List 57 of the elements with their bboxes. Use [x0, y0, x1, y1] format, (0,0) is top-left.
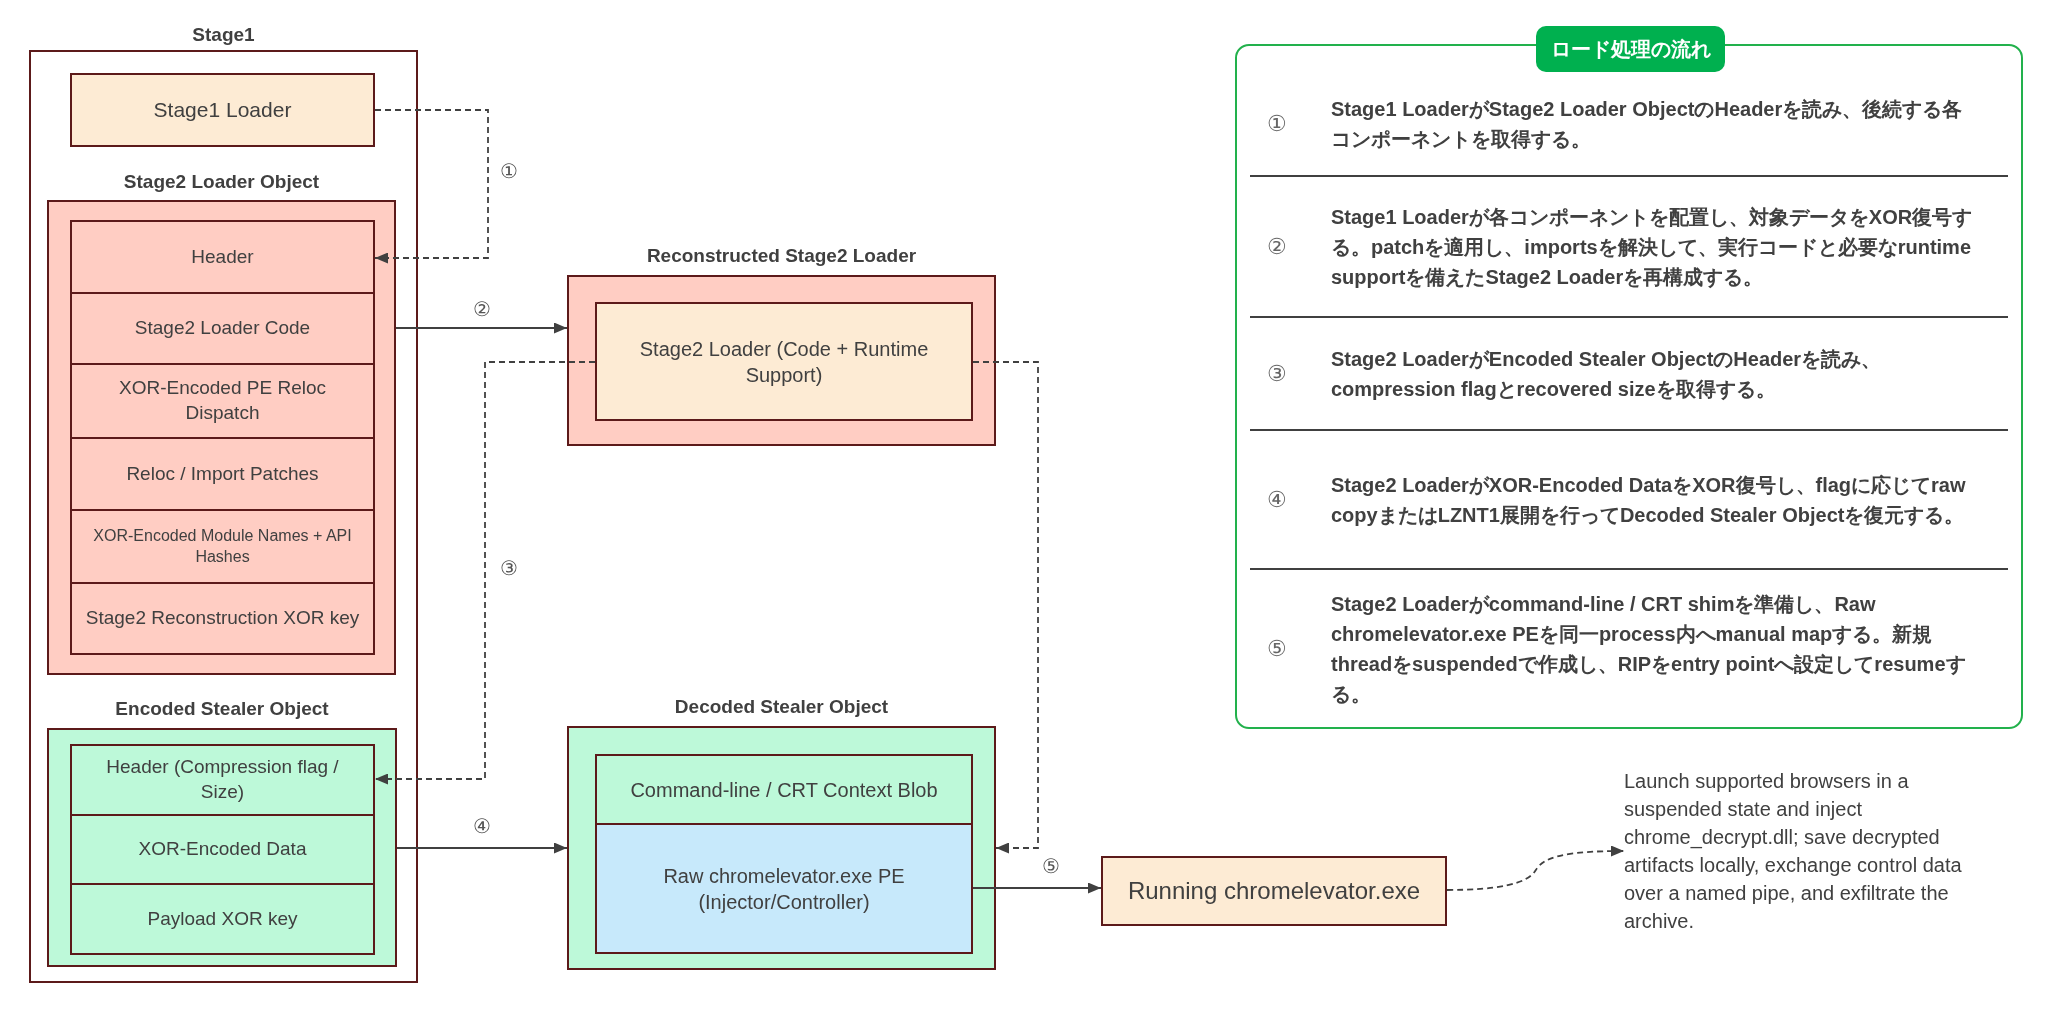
process-box — [1101, 856, 1447, 926]
step-number: ① — [1267, 113, 1287, 135]
step-number: ② — [1267, 235, 1287, 258]
box-label: Stage2 Loader (Code + Runtime Support) — [638, 336, 930, 388]
panel-title-tab: ロード処理の流れ — [1536, 26, 1725, 72]
section-row — [70, 292, 375, 365]
dashed-arrow — [972, 361, 1039, 854]
section-row — [595, 754, 973, 825]
step-description: Stage2 LoaderがEncoded Stealer ObjectのHeaderを読み、compression flagとrecovered sizeを取得する。 — [1331, 346, 1883, 402]
section-row — [70, 744, 375, 816]
group-heading: Decoded Stealer Object — [674, 695, 889, 719]
box-label: Stage2 Reconstruction XOR key — [85, 606, 360, 631]
dashed-arrow — [1446, 845, 1625, 891]
box-label: Stage2 Loader Code — [134, 316, 311, 341]
box-label: XOR-Encoded Data — [138, 837, 307, 862]
step-number: ⑤ — [1267, 638, 1287, 660]
dashed-arrow — [374, 361, 596, 785]
section-row — [70, 814, 375, 885]
edge-label: ② — [473, 299, 491, 319]
loader-box — [595, 302, 973, 421]
box-label: Header (Compression flag / Size) — [105, 755, 340, 804]
box-label: Raw chromelevator.exe PE (Injector/Controller) — [662, 863, 906, 915]
section-row — [595, 823, 973, 954]
box-label: Command-line / CRT Context Blob — [630, 777, 938, 803]
section-row — [70, 582, 375, 655]
step-description: Stage2 Loaderがcommand-line / CRT shimを準備し、Raw chromelevator.exe PEを同一process内へmanual mapする。新規threadをsuspendedで作成し、RIPをentry pointへ設定してresumeする。 — [1331, 592, 1967, 707]
loader-box — [70, 73, 375, 147]
arrow — [396, 842, 568, 854]
step-number: ④ — [1267, 488, 1287, 511]
section-row — [70, 883, 375, 955]
arrow — [972, 882, 1102, 894]
group-heading: Stage1 — [192, 23, 255, 47]
section-row — [70, 220, 375, 294]
box-label: Payload XOR key — [147, 906, 298, 931]
step-description: Stage1 LoaderがStage2 Loader ObjectのHeaderを読み、後続する各コンポーネントを取得する。 — [1331, 97, 1964, 152]
step-description: Stage1 Loaderが各コンポーネントを配置し、対象データをXOR復号する。patchを適用し、importsを解決して、実行コードと必要なruntime supportを備えたStage2 Loaderを再構成する。 — [1331, 204, 1974, 290]
edge-label: ④ — [473, 816, 491, 836]
box-label: Stage1 Loader — [153, 97, 292, 124]
arrow — [395, 322, 568, 334]
step-description: Stage2 LoaderがXOR-Encoded DataをXOR復号し、flagに応じてraw copyまたはLZNT1展開を行ってDecoded Stealer Objectを復元する。 — [1331, 472, 1967, 528]
description-text: Launch supported browsers in a suspended state and inject chrome_decrypt.dll; save decrypted artifacts locally, exchange control data over a named pipe, and exfiltrate the archive. — [1624, 767, 1986, 935]
edge-label: ① — [500, 161, 518, 181]
box-label: Running chromelevator.exe — [1127, 876, 1421, 907]
box-label: XOR-Encoded Module Names + API Hashes — [92, 525, 353, 567]
group-heading: Encoded Stealer Object — [115, 697, 329, 721]
box-label: Header — [191, 244, 254, 269]
edge-label: ③ — [500, 558, 518, 578]
edge-label: ⑤ — [1042, 856, 1060, 876]
section-row — [70, 363, 375, 439]
step-number: ③ — [1267, 362, 1287, 385]
group-heading: Stage2 Loader Object — [123, 170, 320, 194]
section-row — [70, 509, 375, 584]
section-row — [70, 437, 375, 511]
box-label: Reloc / Import Patches — [126, 461, 319, 486]
box-label: XOR-Encoded PE Reloc Dispatch — [118, 376, 327, 425]
dashed-arrow — [374, 109, 489, 264]
group-heading: Reconstructed Stage2 Loader — [646, 244, 917, 268]
